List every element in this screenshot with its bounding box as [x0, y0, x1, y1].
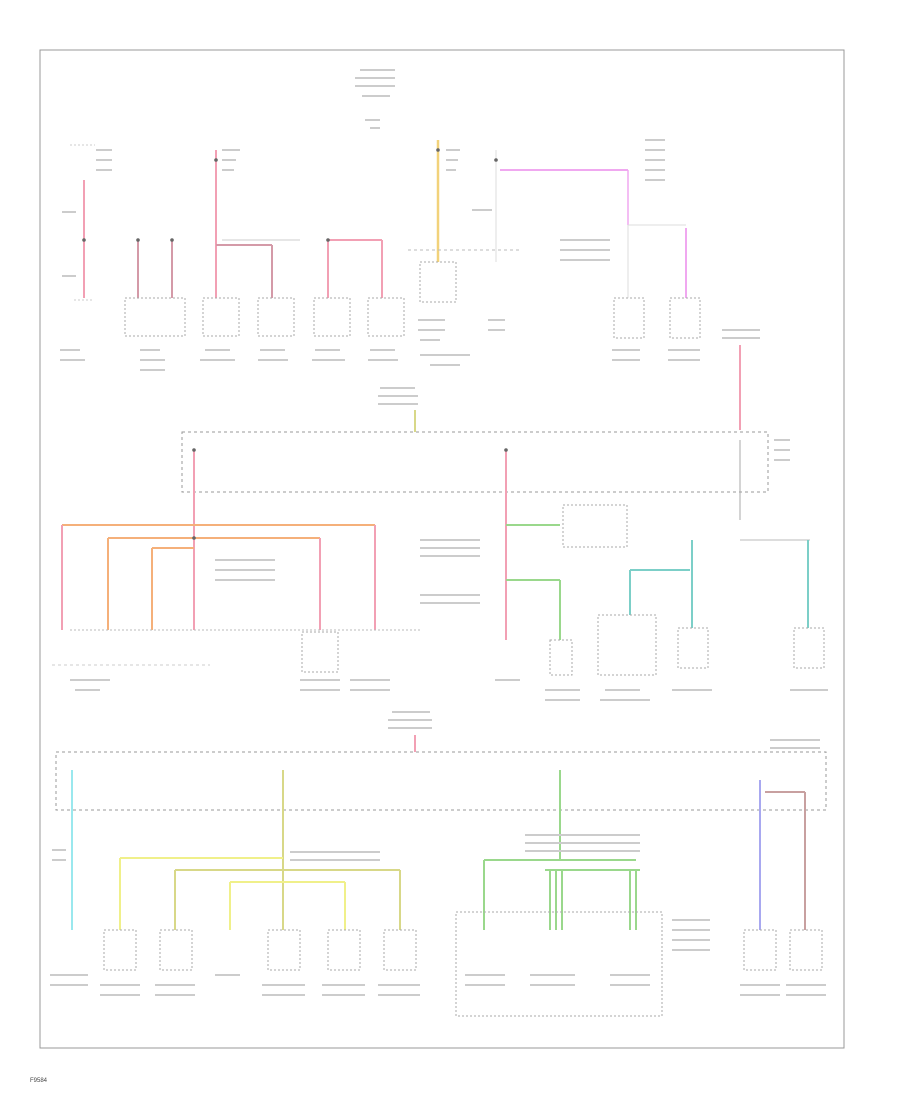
diagram-border	[39, 49, 845, 1049]
bottom-section	[50, 711, 827, 1017]
middle-fuse-box	[181, 431, 769, 493]
fuse-branch-6	[472, 139, 701, 361]
middle-section	[52, 329, 828, 701]
fuse-branch-left	[52, 448, 420, 691]
top-connector-label	[355, 69, 395, 129]
fuse-branch-center	[420, 448, 628, 701]
fuse-branch-4	[312, 238, 405, 361]
fuse-branch-5	[408, 140, 520, 366]
fuse-branch-blue-brown	[740, 739, 826, 996]
top-section	[60, 69, 701, 371]
fuse-branch-right	[597, 540, 828, 701]
fuse-branch-2	[124, 238, 186, 371]
fuse-branch-green-group	[455, 770, 710, 1017]
footer-code: F9584	[30, 1078, 48, 1084]
fuse-branch-yellow-group	[100, 770, 420, 996]
fuse-branch-1	[60, 144, 112, 361]
fuse-branch-3	[200, 149, 300, 361]
bottom-fuse-box	[55, 751, 827, 811]
